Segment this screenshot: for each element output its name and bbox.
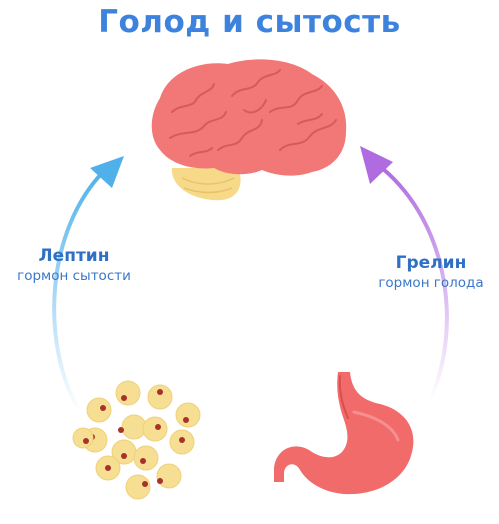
page-title: Голод и сытость <box>98 4 401 40</box>
fat-cell <box>156 463 182 489</box>
stomach-icon <box>274 372 414 495</box>
fat-cell <box>121 414 147 440</box>
leptin-name: Лептин <box>38 246 110 266</box>
fat-cell <box>133 445 159 471</box>
fat-cell-nucleus <box>179 437 185 443</box>
fat-cell <box>147 384 173 410</box>
brain-icon <box>151 59 347 201</box>
ghrelin-description: гормон голода <box>378 275 484 291</box>
fat-cell-nucleus <box>142 481 148 487</box>
fat-cell-nucleus <box>100 405 106 411</box>
leptin-description: гормон сытости <box>17 268 131 284</box>
fat-cell-nucleus <box>83 438 89 444</box>
fat-cell-nucleus <box>118 427 124 433</box>
fat-cell <box>175 402 201 428</box>
ghrelin-label: Грелин гормон голода <box>366 252 496 292</box>
fat-cell <box>115 380 141 406</box>
fat-cells-icon <box>72 380 201 500</box>
fat-cell-nucleus <box>157 389 163 395</box>
fat-cell <box>72 427 94 449</box>
fat-cell <box>86 397 112 423</box>
fat-cell-nucleus <box>183 417 189 423</box>
ghrelin-name: Грелин <box>395 253 467 273</box>
fat-cell <box>125 474 151 500</box>
leptin-arrow-icon <box>52 156 124 414</box>
fat-cell-nucleus <box>140 458 146 464</box>
fat-cell-nucleus <box>105 465 111 471</box>
fat-cell-nucleus <box>157 478 163 484</box>
fat-cell <box>142 416 168 442</box>
fat-cell-nucleus <box>121 453 127 459</box>
fat-cell-nucleus <box>155 424 161 430</box>
leptin-label: Лептин гормон сытости <box>4 245 144 285</box>
fat-cell-nucleus <box>121 395 127 401</box>
ghrelin-arrow-icon <box>360 146 449 402</box>
